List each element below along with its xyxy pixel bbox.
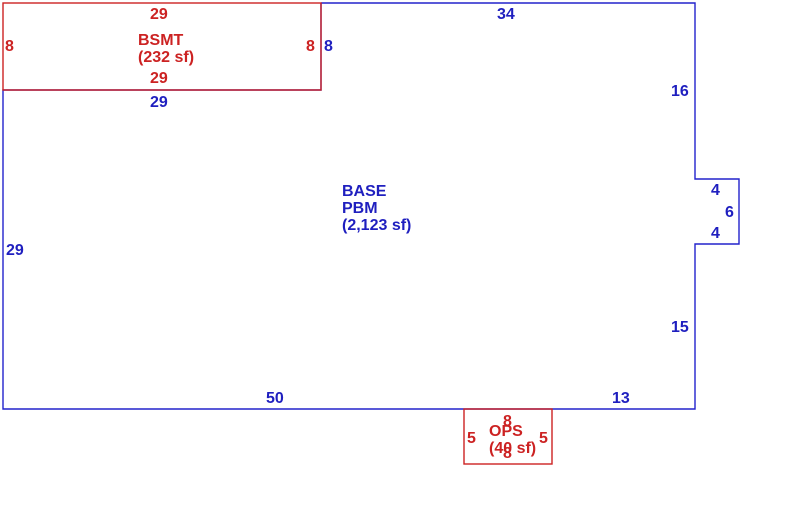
- dim-bsmt-top: 29: [150, 6, 168, 23]
- ops-outline: [463, 408, 553, 465]
- ops-label: OPS: [489, 423, 523, 440]
- dim-base-top: 34: [497, 6, 515, 23]
- dim-bump-right: 6: [725, 204, 734, 221]
- dim-bsmt-right: 8: [306, 38, 315, 55]
- dim-base-bsmt-side: 8: [324, 38, 333, 55]
- bsmt-label: BSMT: [138, 32, 184, 49]
- dim-ops-right: 5: [539, 430, 548, 447]
- dim-bump-bottom: 4: [711, 225, 720, 242]
- dim-bsmt-left: 8: [5, 38, 14, 55]
- dim-ops-bottom: 8: [503, 445, 512, 462]
- bsmt-area-label: (232 sf): [138, 49, 194, 66]
- base-label-line1: BASE: [342, 183, 387, 200]
- ops-area-label: (40 sf): [489, 440, 536, 457]
- dim-bump-top: 4: [711, 182, 720, 199]
- dim-ops-left: 5: [467, 430, 476, 447]
- dim-base-right-upper: 16: [671, 83, 689, 100]
- dim-ops-top: 8: [503, 413, 512, 430]
- dim-bsmt-bottom: 29: [150, 70, 168, 87]
- dim-base-right-lower: 15: [671, 319, 689, 336]
- base-area-label: (2,123 sf): [342, 217, 411, 234]
- dim-base-bottom-right: 13: [612, 390, 630, 407]
- dim-base-under-bsmt: 29: [150, 94, 168, 111]
- dim-base-bottom-left: 50: [266, 390, 284, 407]
- dim-base-left: 29: [6, 242, 24, 259]
- base-label-line2: PBM: [342, 200, 378, 217]
- bsmt-outline: [2, 2, 322, 91]
